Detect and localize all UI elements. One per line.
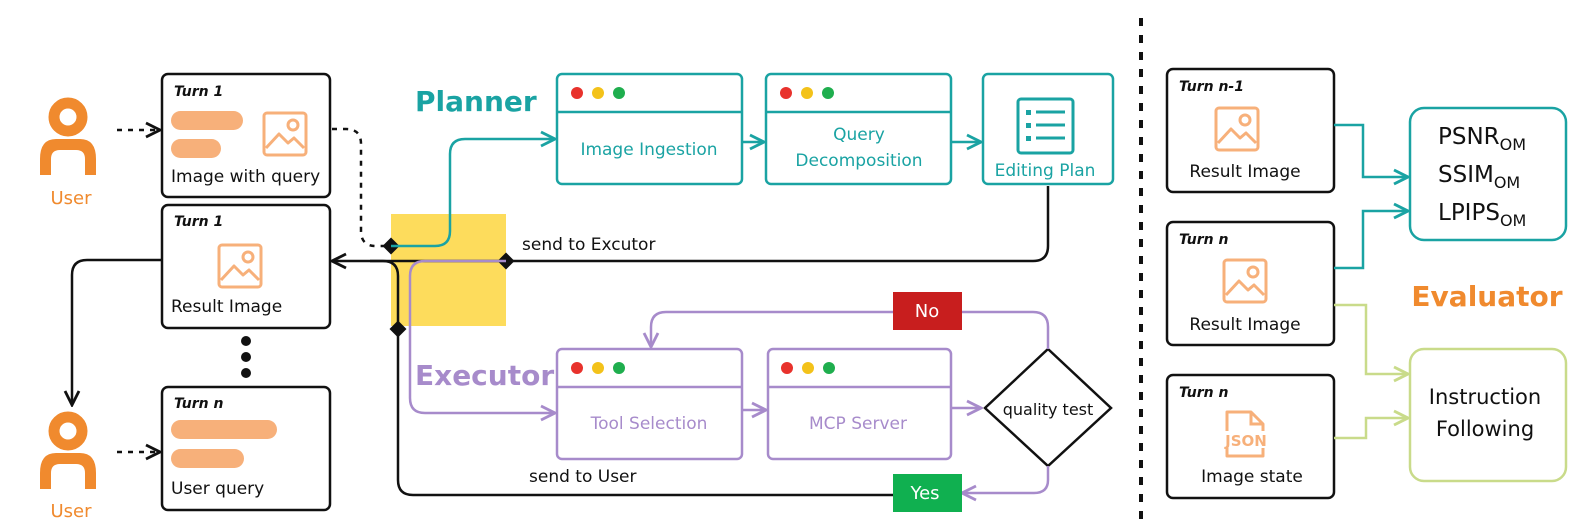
metrics-box: PSNROM SSIMOM LPIPSOM — [1408, 106, 1568, 242]
window-dots-icon — [781, 362, 835, 374]
no-loop-edge — [651, 310, 1050, 349]
yes-edge — [962, 466, 1050, 493]
card-turn1-query: Turn 1 Image with query — [160, 72, 332, 199]
yes-badge: Yes — [893, 474, 962, 512]
planner-box-label: Query — [833, 125, 885, 145]
window-dots-icon — [571, 87, 625, 99]
planner-box-query-decomposition: Query Decomposition — [764, 72, 953, 186]
user-top-label: User — [50, 188, 92, 209]
to-planner-edge — [391, 139, 555, 248]
executor-box-label: MCP Server — [809, 414, 907, 434]
instruction-label: Following — [1436, 417, 1534, 441]
executor-box-label: Tool Selection — [590, 414, 708, 434]
user-bottom-label: User — [50, 501, 92, 522]
card-caption: Image state — [1201, 467, 1303, 487]
planner-box-editing-plan: Editing Plan — [981, 72, 1115, 186]
no-label: No — [915, 301, 939, 322]
ellipsis-dots — [241, 336, 251, 378]
window-dots-icon — [571, 362, 625, 374]
query-bar — [171, 139, 221, 158]
junction-diamond — [389, 320, 407, 338]
planner-box-label: Decomposition — [795, 151, 922, 171]
instruction-following-box: Instruction Following — [1408, 347, 1568, 483]
window-dots-icon — [780, 87, 834, 99]
user-bottom: User — [40, 417, 96, 522]
instruction-label: Instruction — [1429, 385, 1541, 409]
card-turn-label: Turn 1 — [174, 84, 223, 100]
planner-box-image-ingestion: Image Ingestion — [555, 72, 744, 186]
user-icon — [40, 417, 96, 489]
planner-box-label: Editing Plan — [995, 161, 1096, 181]
query-bar — [171, 111, 243, 130]
metric-psnr: PSNROM — [1438, 124, 1526, 154]
card-turn-label: Turn n-1 — [1179, 79, 1244, 95]
query-bar — [171, 449, 244, 468]
result-to-user-edge — [72, 258, 162, 405]
send-to-executor-label: send to Excutor — [522, 235, 655, 255]
planner-title: Planner — [415, 85, 537, 118]
json-tag: JSON — [1224, 432, 1267, 450]
yes-label: Yes — [909, 483, 939, 504]
plan-return-edge — [506, 186, 1050, 263]
list-icon — [1016, 97, 1075, 155]
no-badge: No — [893, 292, 962, 330]
metric-ssim: SSIMOM — [1438, 162, 1520, 192]
user-top: User — [40, 103, 96, 209]
json-file-icon: JSON — [1223, 410, 1269, 458]
card-turn1-result: Turn 1 Result Image — [160, 203, 332, 330]
highlight-block — [391, 214, 506, 326]
send-to-user-edge — [396, 329, 893, 497]
card-turn-label: Turn n — [174, 396, 223, 412]
eval-card-turn-n: Turn n Result Image — [1165, 220, 1336, 347]
metric-lpips: LPIPSOM — [1438, 200, 1526, 230]
yes-to-result-edge — [370, 259, 400, 329]
card-turn-label: Turn n — [1179, 232, 1228, 248]
executor-title: Executor — [415, 359, 554, 392]
eval-card-image-state: Turn n JSON Image state — [1165, 373, 1336, 500]
query-to-junction-edge — [332, 127, 391, 248]
decision-label: quality test — [1003, 400, 1094, 419]
eval-edge-metrics — [1334, 123, 1408, 177]
send-to-user-label: send to User — [529, 467, 637, 487]
executor-box-tool-selection: Tool Selection — [555, 347, 744, 461]
quality-test-decision: quality test — [983, 347, 1113, 468]
to-executor-edge — [408, 259, 555, 413]
eval-card-turn-n-1: Turn n-1 Result Image — [1165, 67, 1336, 194]
card-caption: Result Image — [171, 297, 282, 317]
eval-edge-instruction — [1334, 303, 1408, 374]
card-turnn-query: Turn n User query — [160, 385, 332, 512]
card-caption: Result Image — [1189, 162, 1300, 182]
card-turn-label: Turn 1 — [174, 214, 223, 230]
card-caption: Result Image — [1189, 315, 1300, 335]
card-caption: Image with query — [171, 167, 320, 187]
evaluator-title: Evaluator — [1411, 280, 1562, 313]
card-caption: User query — [171, 479, 264, 499]
user-icon — [40, 103, 96, 175]
eval-edge-instruction — [1334, 418, 1408, 440]
executor-box-mcp-server: MCP Server — [766, 347, 953, 461]
planner-box-label: Image Ingestion — [580, 140, 717, 160]
query-bar — [171, 420, 277, 439]
eval-edge-metrics — [1334, 211, 1408, 270]
card-turn-label: Turn n — [1179, 385, 1228, 401]
